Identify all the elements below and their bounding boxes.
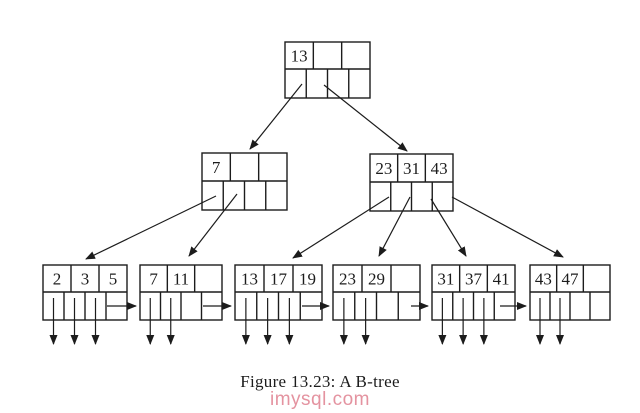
- internal-left-to-leaf-1-arrow: [85, 195, 217, 260]
- btree-node-root: 13: [284, 41, 371, 99]
- internal-right-to-leaf-4-arrow: [378, 196, 411, 257]
- internal-right-to-leaf-3-arrow: [292, 196, 390, 259]
- btree-key: 13: [241, 270, 258, 289]
- btree-key: 43: [535, 270, 552, 289]
- internal-right-to-leaf-6-arrow: [451, 196, 564, 258]
- btree-key: 23: [375, 159, 392, 178]
- btree-node-leaf-6: 43 47: [529, 264, 611, 345]
- btree-key: 11: [173, 270, 189, 289]
- btree-key: 31: [437, 270, 454, 289]
- btree-key: 29: [368, 270, 385, 289]
- btree-key: 17: [270, 270, 288, 289]
- btree-key: 37: [465, 270, 483, 289]
- btree-node-internal-left: 7: [201, 152, 288, 211]
- btree-key: 19: [299, 270, 316, 289]
- btree-node-leaf-2: 7 11: [139, 264, 223, 345]
- btree-key: 31: [403, 159, 420, 178]
- btree-key: 7: [149, 270, 158, 289]
- btree-key: 47: [562, 270, 580, 289]
- btree-key: 23: [339, 270, 356, 289]
- btree-key: 13: [291, 47, 308, 66]
- btree-key: 5: [109, 270, 118, 289]
- figure-caption: Figure 13.23: A B-tree: [240, 372, 400, 391]
- btree-node-internal-right: 23 31 43: [369, 153, 454, 212]
- internal-left-to-leaf-2-arrow: [188, 193, 238, 257]
- internal-right-to-leaf-5-arrow: [430, 198, 467, 257]
- btree-node-leaf-3: 13 17 19: [234, 264, 323, 345]
- btree-key: 2: [53, 270, 62, 289]
- watermark: imysql.com: [269, 389, 370, 410]
- root-to-internal-left-arrow: [249, 83, 303, 150]
- btree-key: 7: [212, 158, 221, 177]
- btree-key: 41: [493, 270, 510, 289]
- btree-node-leaf-4: 23 29: [332, 264, 421, 345]
- btree-node-leaf-5: 31 37 41: [431, 264, 516, 345]
- btree-key: 3: [81, 270, 90, 289]
- btree-key: 43: [431, 159, 448, 178]
- root-to-internal-right-arrow: [323, 84, 408, 152]
